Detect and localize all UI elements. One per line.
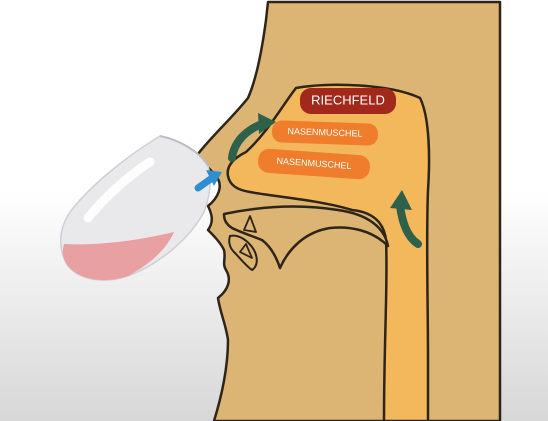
- olfactory-area-label: RIECHFELD: [311, 92, 385, 107]
